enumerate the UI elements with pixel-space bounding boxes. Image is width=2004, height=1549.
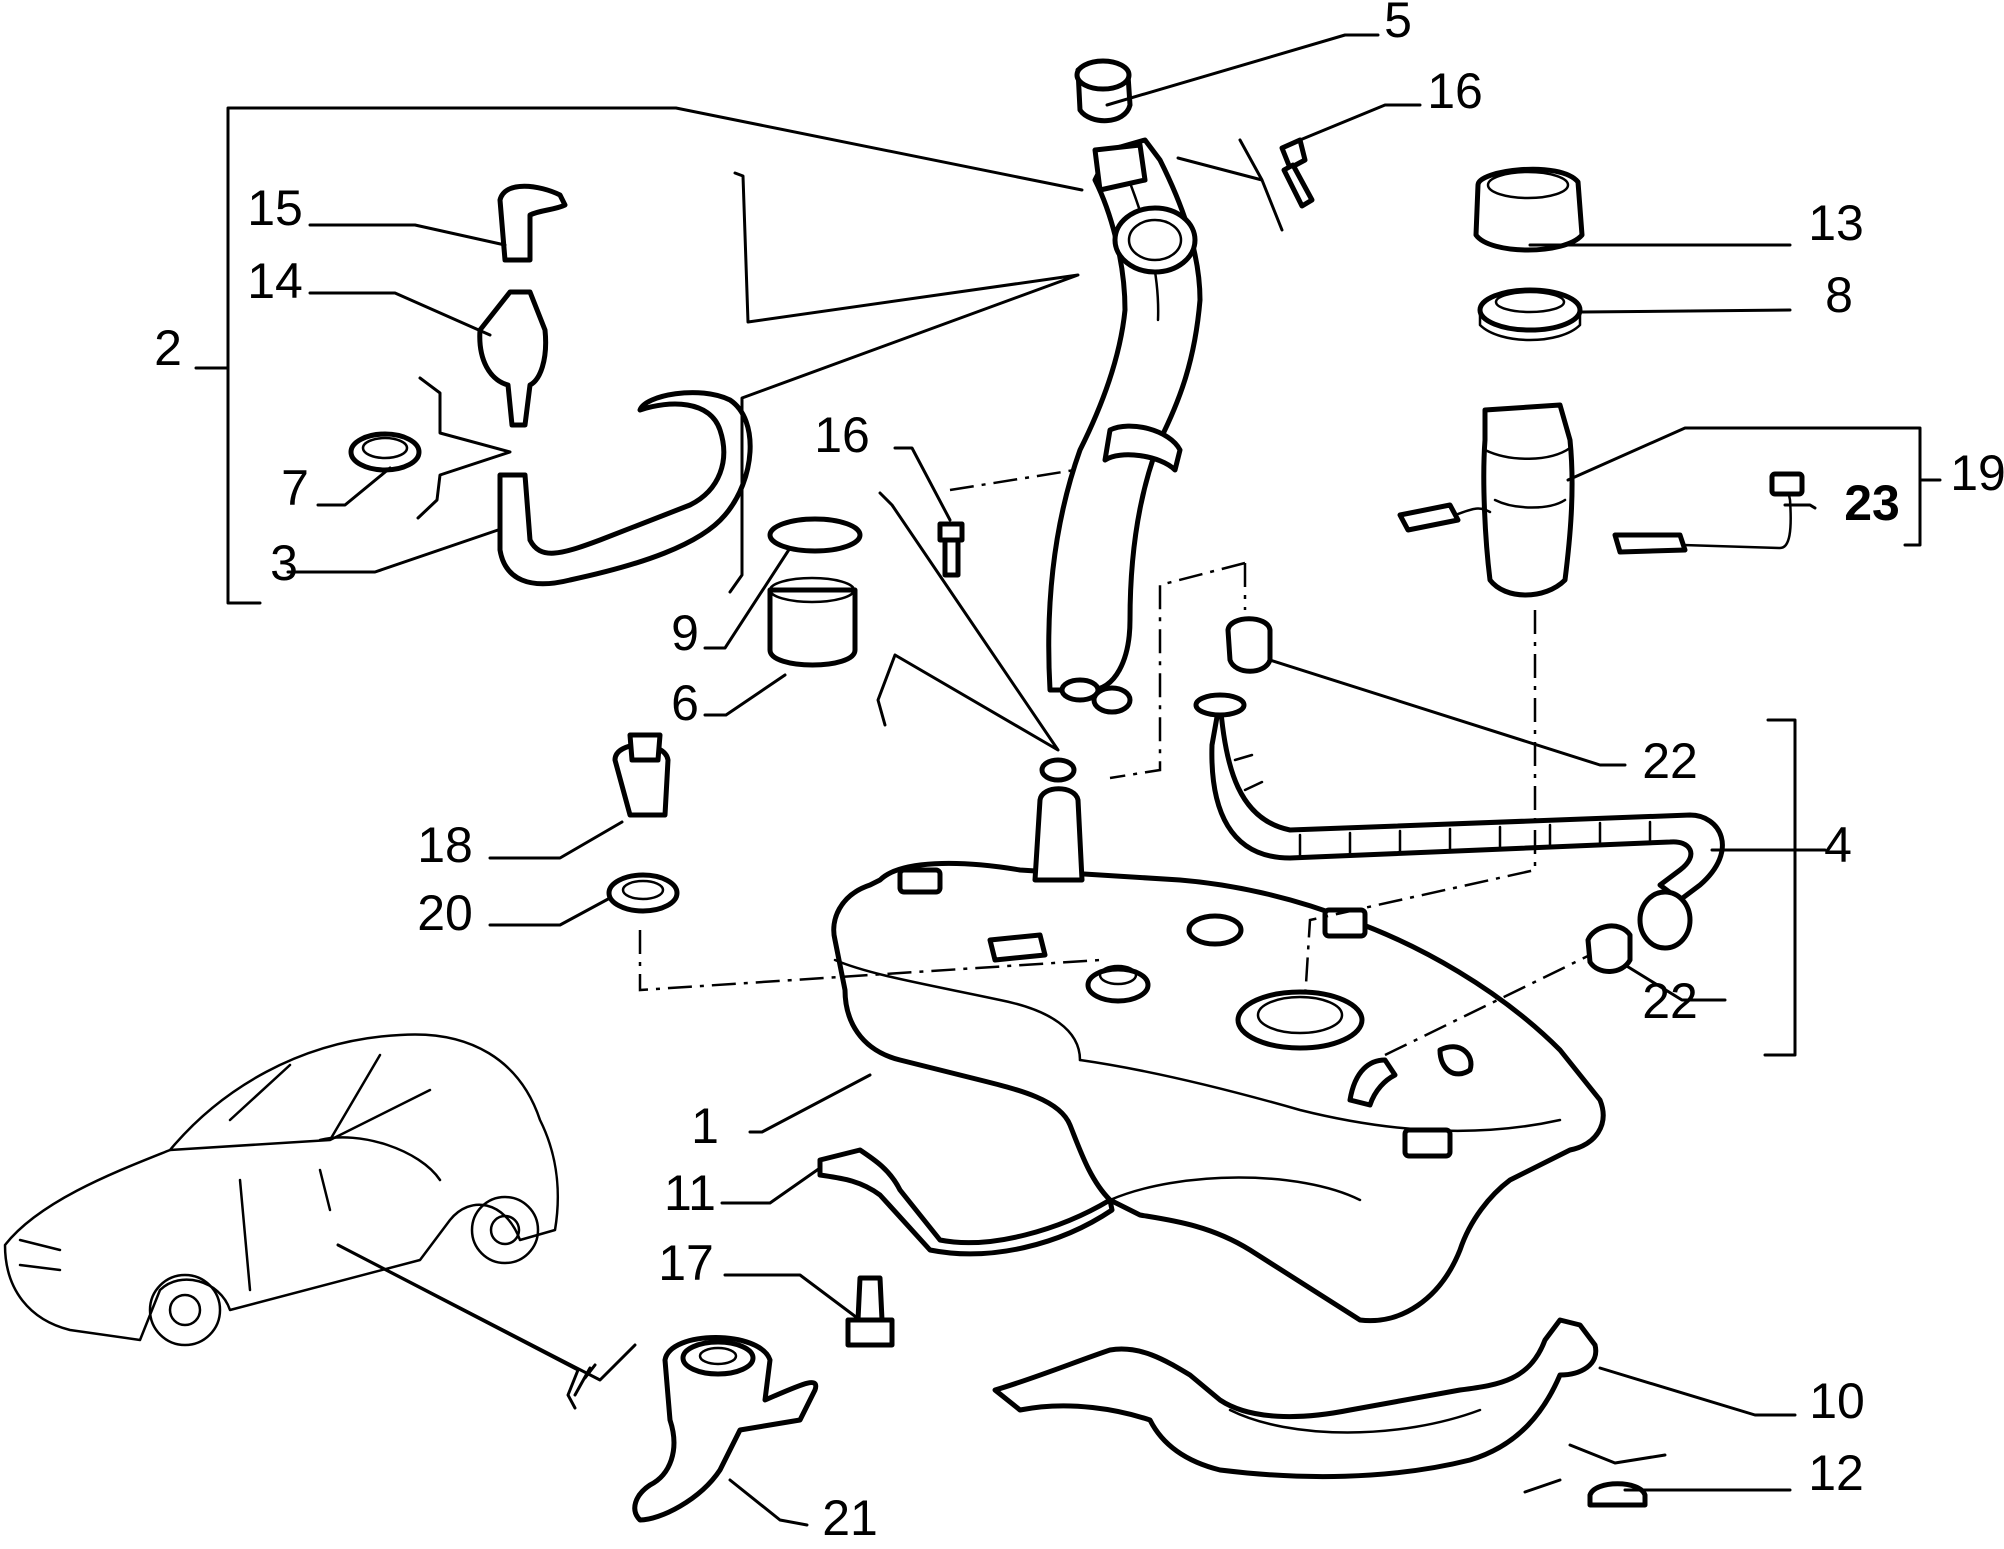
- callout-19: 19: [1950, 445, 2004, 501]
- callout-4: 4: [1824, 817, 1852, 873]
- callout-14: 14: [247, 253, 303, 309]
- screw-16-middle: [937, 521, 965, 578]
- valve-and-grommet: [606, 732, 680, 914]
- fuel-feed-hose: [1193, 692, 1725, 951]
- hose-connector-lower: [1585, 923, 1633, 974]
- callout-17: 17: [658, 1235, 714, 1291]
- filler-neck-pipe: [1046, 137, 1203, 715]
- level-sender: [1612, 471, 1805, 555]
- pump-seal: [1477, 287, 1583, 342]
- bracket-21: [632, 1335, 819, 1523]
- vehicle-location-inset: [3, 1033, 559, 1347]
- callout-1: 1: [691, 1098, 719, 1154]
- bolt-17: [845, 1275, 895, 1348]
- assembly-center-lines: [638, 468, 1591, 1057]
- hose-connector-upper: [1225, 616, 1273, 674]
- callout-23: 23: [1844, 475, 1900, 531]
- callout-13: 13: [1808, 195, 1864, 251]
- tank-strap: [817, 1147, 1115, 1257]
- callout-11: 11: [664, 1165, 716, 1221]
- callout-22-top: 22: [1642, 733, 1698, 789]
- callout-3: 3: [270, 535, 298, 591]
- callout-6: 6: [671, 675, 699, 731]
- callout-22-bottom: 22: [1642, 973, 1698, 1029]
- screw-16-top: [1279, 137, 1315, 209]
- callout-7: 7: [281, 460, 309, 516]
- callout-15: 15: [247, 180, 303, 236]
- callout-20: 20: [417, 885, 473, 941]
- vent-hose-assembly: [477, 183, 753, 587]
- callout-18: 18: [417, 817, 473, 873]
- filler-cap: [1074, 58, 1133, 124]
- callout-16-middle: 16: [814, 407, 870, 463]
- callout-2: 2: [154, 320, 182, 376]
- callout-12: 12: [1808, 1445, 1864, 1501]
- clip-12: [1587, 1481, 1648, 1508]
- callout-10: 10: [1809, 1373, 1865, 1429]
- leader-lines: [194, 33, 1942, 1527]
- ring-nut: [1473, 166, 1585, 253]
- callout-9: 9: [671, 605, 699, 661]
- callout-16-top: 16: [1427, 63, 1483, 119]
- clamp-and-sleeve: [767, 516, 863, 668]
- fuel-tank: [831, 757, 1606, 1324]
- callout-labels: 1 2 3 4 5 6 7 8 9 10 11 12 13 14 15 16 1…: [154, 0, 2004, 1546]
- support-bracket: [992, 1317, 1599, 1480]
- callout-21: 21: [822, 1490, 878, 1544]
- hose-clamp-7: [348, 431, 422, 473]
- callout-5: 5: [1384, 0, 1412, 48]
- callout-8: 8: [1825, 267, 1853, 323]
- fuel-pump: [1397, 402, 1575, 598]
